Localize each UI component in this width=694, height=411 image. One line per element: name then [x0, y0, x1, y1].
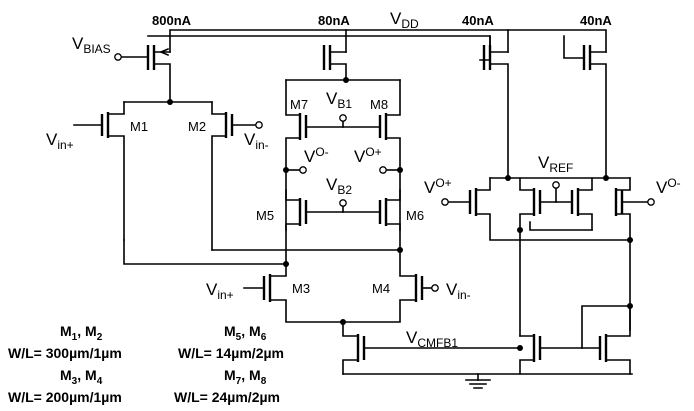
label-m4: M4: [372, 281, 390, 296]
vdd-rail: [169, 29, 607, 53]
output-nodes: [283, 166, 403, 174]
bias-transistor-800na: [114, 35, 491, 103]
tail-transistor: [342, 321, 633, 389]
vdd-label: VDD: [390, 9, 419, 31]
vo-plus-label: VO+: [354, 145, 382, 166]
current-label-80na: 80nA: [318, 13, 350, 28]
vb1-label: VB1: [326, 89, 352, 111]
current-label-800na: 800nA: [152, 13, 192, 28]
label-m2: M2: [188, 119, 206, 134]
current-label-40na-a: 40nA: [462, 13, 494, 28]
label-m3: M3: [292, 281, 310, 296]
sizing-m56-names: M5, M6: [224, 323, 267, 343]
label-m6: M6: [406, 208, 424, 223]
vin-plus-label-m3: Vin+: [206, 280, 234, 302]
sizing-m12-names: M1, M2: [60, 323, 103, 343]
transistor-m7-m8: [285, 77, 401, 231]
bias-transistor-80na: [322, 45, 347, 81]
transistor-m2: [211, 101, 263, 251]
bias-transistor-40na-b: [563, 35, 607, 179]
cmfb-vo-plus-label: VO+: [424, 176, 452, 197]
vcmfb1-label: VCMFB1: [406, 328, 458, 350]
sizing-m34-wl: W/L= 200µm/1µm: [8, 389, 122, 405]
label-m5: M5: [256, 208, 274, 223]
vin-minus-label-m4: Vin-: [446, 280, 471, 302]
cmfb-load-mirror: [517, 303, 633, 375]
sizing-m12-wl: W/L= 300µm/1µm: [8, 345, 122, 361]
bias-transistor-40na-a: [482, 35, 509, 179]
cmfb-vo-minus-label: VO-: [656, 176, 681, 197]
sizing-m56-wl: W/L= 14µm/2µm: [178, 345, 284, 361]
transistor-m5-m6: [123, 189, 403, 267]
label-m8: M8: [370, 97, 388, 112]
transistor-m1: [73, 99, 213, 241]
label-m1: M1: [130, 119, 148, 134]
sizing-m78-wl: W/L= 24µm/2µm: [174, 389, 280, 405]
cmfb-amplifier: [441, 175, 655, 337]
vb2-label: VB2: [326, 175, 352, 197]
label-m7: M7: [290, 97, 308, 112]
current-label-40na-b: 40nA: [580, 13, 612, 28]
transistor-m3-m4: [243, 249, 439, 325]
vo-minus-label: VO-: [304, 145, 329, 166]
vref-label: VREF: [538, 153, 573, 175]
sizing-m78-names: M7, M8: [224, 367, 267, 387]
vin-minus-label-m2: Vin-: [244, 130, 269, 152]
sizing-m34-names: M3, M4: [60, 367, 103, 387]
vbias-label: VBIAS: [72, 34, 111, 56]
vin-plus-label-m1: Vin+: [46, 130, 74, 152]
